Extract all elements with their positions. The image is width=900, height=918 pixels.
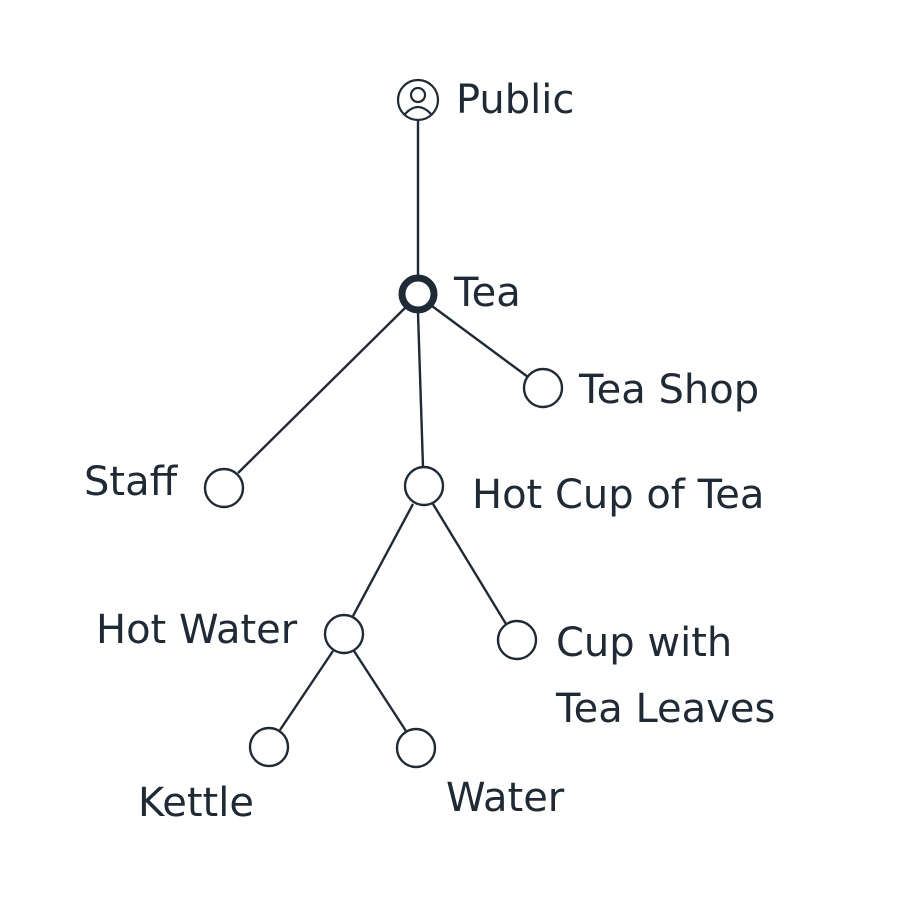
node-water[interactable]: Water xyxy=(395,727,565,821)
node-label-public: Public xyxy=(456,77,574,123)
edge-hot-cup-cup-leaves xyxy=(431,503,508,625)
node-hot-water[interactable]: Hot Water xyxy=(96,607,365,655)
node-tea-shop[interactable]: Tea Shop xyxy=(522,367,759,413)
edge-hot-water-kettle xyxy=(279,650,334,731)
edge-hot-cup-hot-water xyxy=(351,503,415,617)
node-circle-hot-cup-of-tea xyxy=(403,465,445,507)
node-label-tea: Tea xyxy=(453,270,521,316)
node-cup-with-tea-leaves[interactable]: Cup with Tea Leaves xyxy=(496,619,775,732)
node-public[interactable]: Public xyxy=(396,77,574,123)
node-label-hot-cup-of-tea: Hot Cup of Tea xyxy=(472,472,764,518)
node-label-tea-shop: Tea Shop xyxy=(578,367,759,413)
node-circle-hot-water xyxy=(323,613,365,655)
node-staff[interactable]: Staff xyxy=(84,459,245,509)
node-circle-kettle xyxy=(248,726,290,768)
edge-tea-hot-cup xyxy=(416,312,425,468)
node-circle-tea xyxy=(398,274,438,314)
node-circle-staff xyxy=(203,467,245,509)
node-label-cup-with-tea-leaves-line1: Cup with xyxy=(556,620,732,666)
edges xyxy=(237,120,529,732)
node-circle-tea-shop xyxy=(522,367,564,409)
node-circle-water xyxy=(395,727,437,769)
user-icon xyxy=(396,78,440,122)
edge-tea-staff xyxy=(237,305,408,474)
node-hot-cup-of-tea[interactable]: Hot Cup of Tea xyxy=(403,465,764,518)
edge-tea-tea-shop xyxy=(431,305,529,378)
node-label-kettle: Kettle xyxy=(138,780,254,826)
node-tea[interactable]: Tea xyxy=(398,270,521,316)
node-label-cup-with-tea-leaves-line2: Tea Leaves xyxy=(555,686,775,732)
node-label-staff: Staff xyxy=(84,459,179,505)
node-label-water: Water xyxy=(446,775,565,821)
node-circle-cup-with-tea-leaves xyxy=(496,619,538,661)
node-label-hot-water: Hot Water xyxy=(96,607,298,653)
edge-hot-water-water xyxy=(352,650,408,732)
node-kettle[interactable]: Kettle xyxy=(138,726,290,826)
